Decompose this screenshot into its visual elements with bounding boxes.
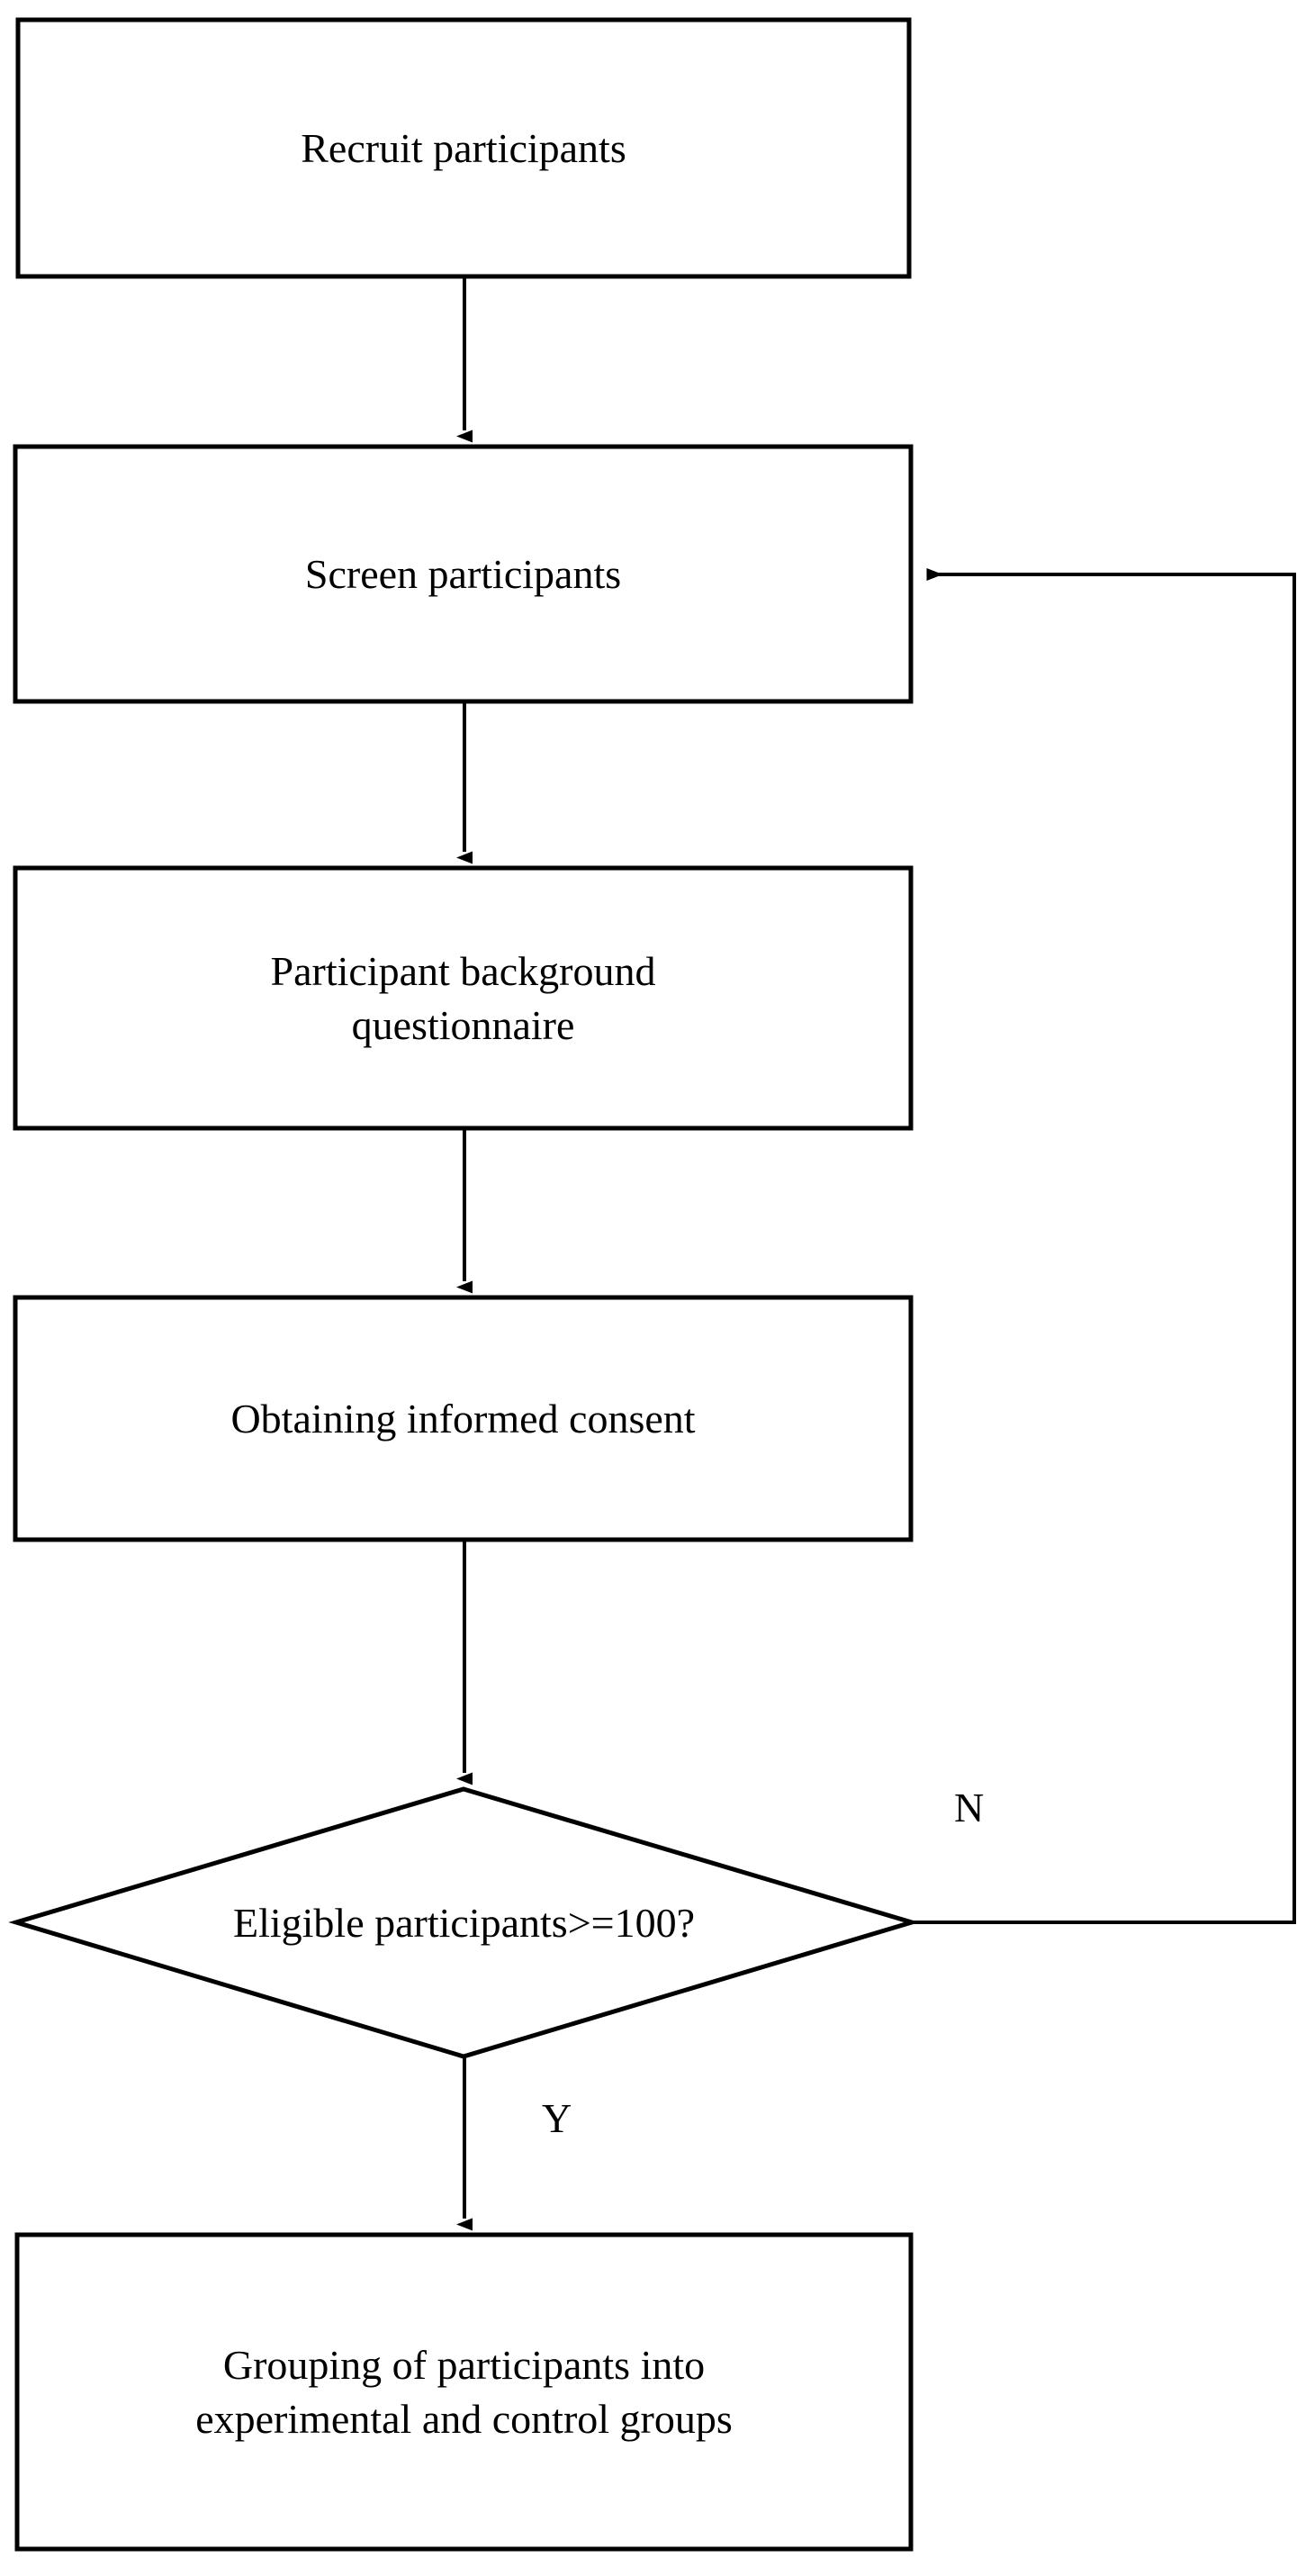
node-participant-background-questionnaire (13, 865, 914, 1131)
node-recruit-participants (15, 17, 912, 279)
node-eligible-participants-decision (8, 1786, 920, 2059)
node-screen-participants (13, 444, 914, 704)
edge-decision-no-to-screen (912, 568, 1296, 1924)
node-grouping-of-participants (14, 2232, 914, 2552)
edge-label-yes: Y (542, 2095, 572, 2141)
edge-label-no: N (954, 1785, 985, 1830)
node-obtaining-informed-consent (13, 1295, 914, 1542)
